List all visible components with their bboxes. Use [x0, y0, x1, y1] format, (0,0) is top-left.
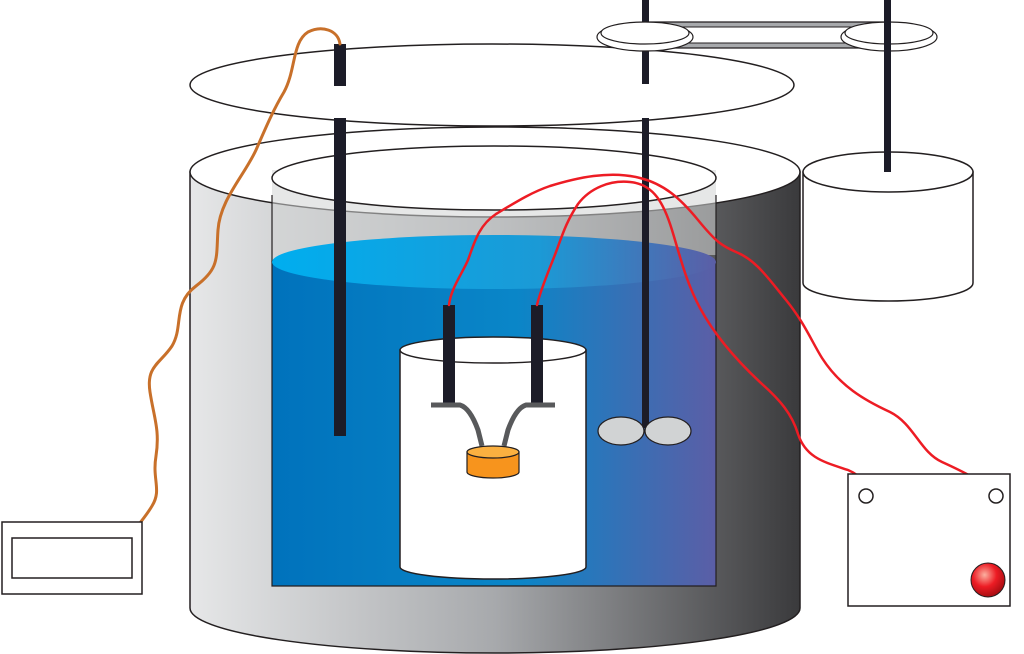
thermometer-wire [134, 27, 342, 530]
propeller-icon [597, 416, 692, 446]
motor-housing [802, 150, 974, 302]
stirrer [642, 0, 649, 428]
heater-wires [447, 173, 998, 498]
thermometer-probe [334, 44, 346, 436]
lamp-icon [970, 562, 1006, 598]
heating-coil-icon [466, 445, 520, 479]
positive-terminal[interactable] [858, 488, 874, 504]
power-supply-icon [847, 473, 1011, 607]
digital-display-icon [1, 521, 143, 595]
lid [189, 43, 795, 127]
jacket-inner-rim [271, 145, 717, 211]
negative-terminal[interactable] [988, 488, 1004, 504]
pulley-icon [596, 0, 938, 172]
heater-electrodes [431, 305, 555, 447]
